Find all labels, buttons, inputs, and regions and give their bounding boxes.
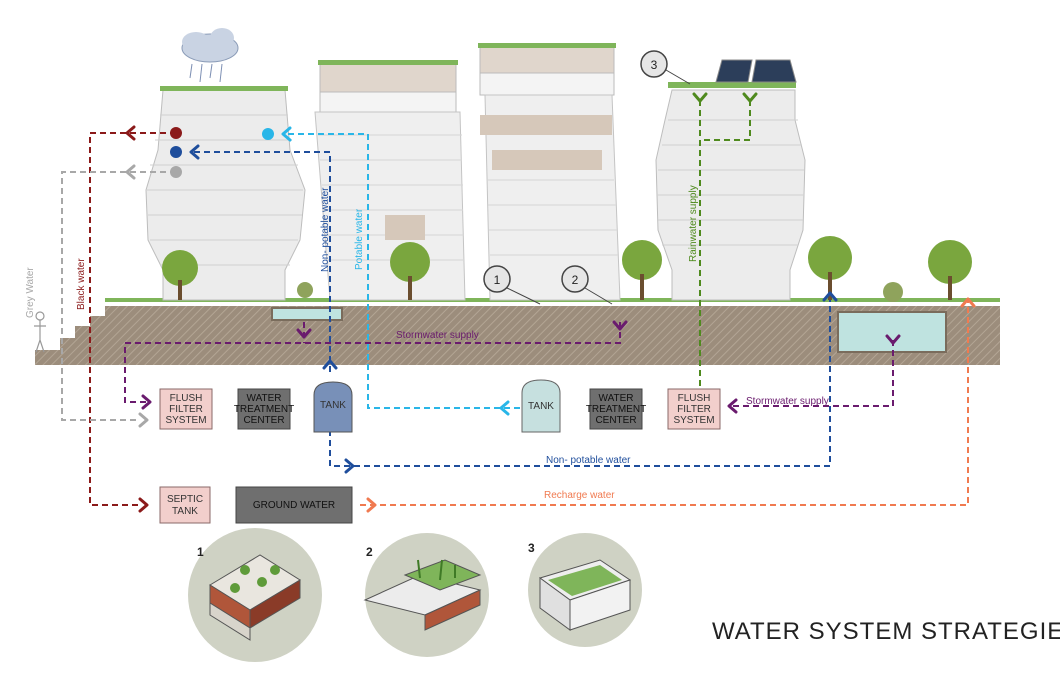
building-2 (314, 60, 466, 301)
stormwater-line-left (124, 322, 621, 403)
svg-text:FILTER: FILTER (169, 404, 203, 415)
potable-source-dot (262, 128, 274, 140)
flush-filter-system-left: FLUSH FILTER SYSTEM (159, 388, 213, 430)
black-water-line (89, 132, 176, 506)
arrow-potable-tank-left (499, 400, 510, 416)
flush-filter-system-right: FLUSH FILTER SYSTEM (667, 388, 721, 430)
svg-text:CENTER: CENTER (595, 415, 636, 426)
ground-water-box: GROUND WATER (235, 486, 353, 524)
rainwater-line-2 (700, 100, 751, 141)
label-non-potable-vertical: Non- potable water (320, 187, 331, 272)
label-non-potable-bottom: Non- potable water (546, 455, 631, 466)
arrow-recharge-up (960, 297, 976, 308)
svg-text:TANK: TANK (172, 506, 198, 517)
arrow-rain-down-2 (742, 92, 758, 103)
marker-2: 2 (561, 265, 589, 293)
arrow-grey-left (125, 164, 136, 180)
black-water-source-dot (170, 127, 182, 139)
arrow-storm-left (727, 398, 738, 414)
arrow-black-left (125, 125, 136, 141)
svg-text:WATER: WATER (247, 393, 282, 404)
svg-text:2: 2 (366, 545, 373, 559)
tank-right: TANK (521, 379, 561, 433)
ground-section (35, 298, 1000, 365)
label-stormwater-right: Stormwater supply (746, 396, 829, 407)
building-4 (655, 59, 806, 301)
arrow-storm-down-1 (296, 328, 312, 339)
arrow-tank-up (322, 359, 338, 370)
marker-1: 1 (483, 265, 511, 293)
svg-text:GROUND WATER: GROUND WATER (253, 500, 335, 511)
water-treatment-center-right: WATER TREATMENT CENTER (586, 388, 646, 430)
non-potable-line-bottom (329, 300, 831, 467)
svg-text:3: 3 (651, 58, 658, 72)
arrow-potable-left (281, 126, 292, 142)
label-grey-water: Grey Water (25, 267, 36, 318)
grey-water-line (61, 171, 176, 421)
label-recharge-water: Recharge water (544, 490, 615, 501)
arrow-nonpot-bottom-right (344, 458, 355, 474)
svg-text:1: 1 (494, 273, 501, 287)
septic-tank-box: SEPTIC TANK (159, 486, 211, 524)
arrow-storm-down-3 (885, 334, 901, 345)
svg-text:SYSTEM: SYSTEM (673, 415, 714, 426)
label-stormwater-top: Stormwater supply (396, 330, 479, 341)
svg-text:WATER: WATER (599, 393, 634, 404)
arrow-storm-down-2 (612, 320, 628, 331)
svg-text:SEPTIC: SEPTIC (167, 494, 203, 505)
svg-text:CENTER: CENTER (243, 415, 284, 426)
left-planter-pond (271, 307, 343, 321)
water-treatment-center-left: WATER TREATMENT CENTER (234, 388, 294, 430)
arrow-nonpot-up-right (822, 291, 838, 302)
grey-water-source-dot (170, 166, 182, 178)
arrow-black-right (138, 497, 149, 513)
svg-text:FLUSH: FLUSH (678, 393, 711, 404)
svg-text:TREATMENT: TREATMENT (586, 404, 646, 415)
detail-1-green-roof: 1 (188, 528, 322, 662)
arrow-grey-right (138, 412, 149, 428)
person-figure (34, 311, 46, 353)
label-black-water: Black water (76, 258, 87, 310)
svg-text:FLUSH: FLUSH (170, 393, 203, 404)
non-potable-source-dot (170, 146, 182, 158)
non-potable-line-left (190, 151, 331, 372)
solar-panels (715, 59, 797, 83)
arrow-recharge-right (366, 497, 377, 513)
svg-text:1: 1 (197, 545, 204, 559)
detail-2-green-roof: 2 (363, 533, 489, 657)
rain-cloud-icon (181, 28, 239, 83)
detail-3-green-roof: 3 (528, 533, 642, 647)
diagram-title: WATER SYSTEM STRATEGIES (712, 618, 1060, 645)
arrow-nonpot-left (189, 144, 200, 160)
recharge-water-line (360, 300, 969, 506)
building-3 (478, 43, 621, 301)
svg-text:2: 2 (572, 273, 579, 287)
svg-text:TREATMENT: TREATMENT (234, 404, 294, 415)
label-potable-water: Potable water (354, 208, 365, 270)
svg-text:SYSTEM: SYSTEM (165, 415, 206, 426)
stormwater-line-right (730, 340, 894, 407)
label-rainwater-supply: Rainwater supply (688, 185, 699, 262)
potable-water-line (282, 133, 520, 409)
tank-left: TANK (313, 381, 353, 433)
marker-3: 3 (640, 50, 668, 78)
svg-text:3: 3 (528, 541, 535, 555)
svg-text:TANK: TANK (528, 401, 554, 412)
svg-text:FILTER: FILTER (677, 404, 711, 415)
trees (162, 236, 972, 302)
arrow-rain-down-1 (692, 92, 708, 103)
svg-text:TANK: TANK (320, 400, 346, 411)
arrow-storm-right (141, 394, 152, 410)
building-1 (145, 86, 306, 301)
